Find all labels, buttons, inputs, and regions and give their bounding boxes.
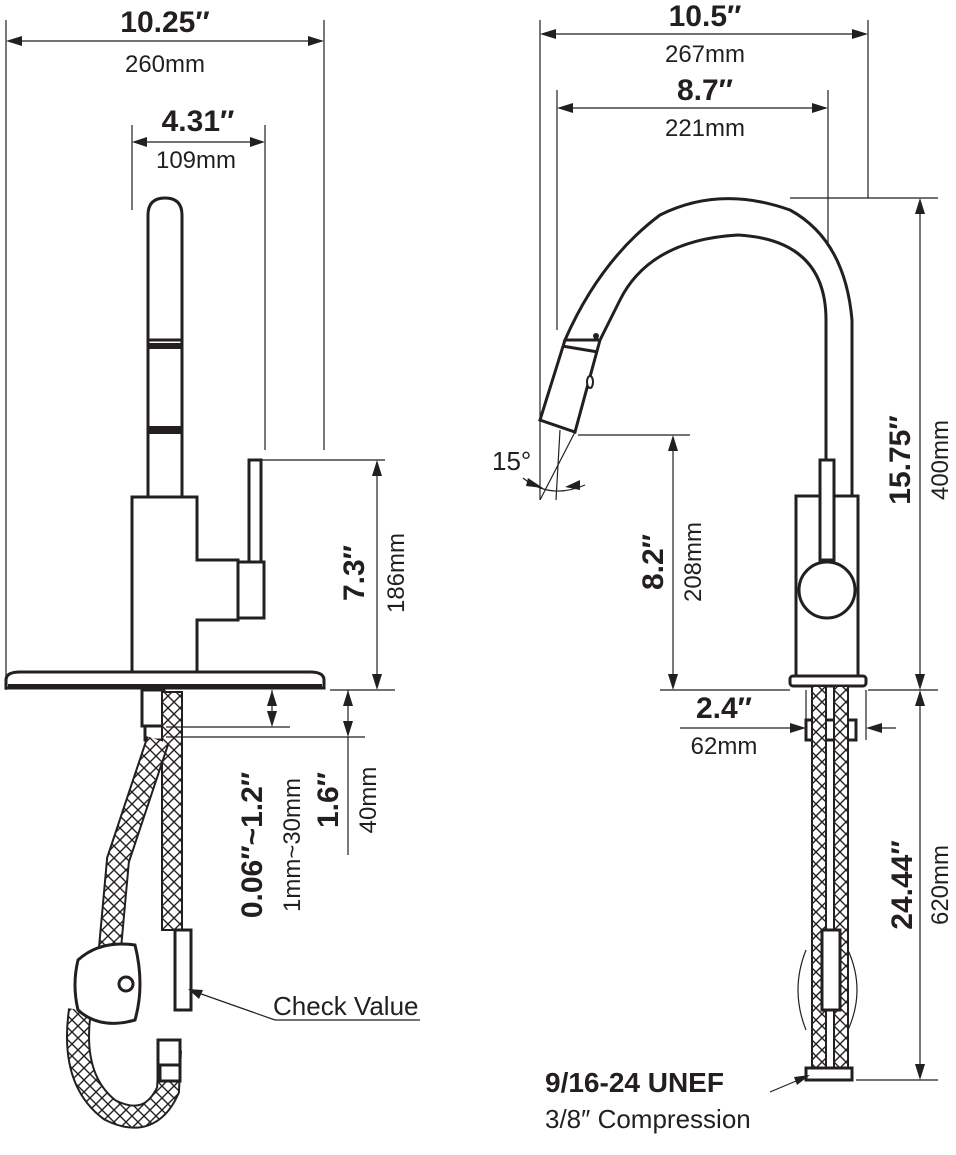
base-mm-label: 62mm [691, 733, 758, 760]
width-inch-label: 10.25″ [120, 6, 209, 39]
height-inch-label: 15.75″ [884, 415, 917, 504]
dim-clearance: 8.2″ 208mm [578, 434, 790, 691]
dim-handle-height: 7.3″ 186mm [262, 459, 410, 691]
spout-inch-label: 4.31″ [162, 105, 235, 138]
hose-length-mm-label: 620mm [927, 845, 954, 925]
handle-height-inch-label: 7.3″ [338, 545, 371, 601]
dim-hose-length: 24.44″ 620mm [856, 690, 954, 1081]
spout-reach-inch-label: 8.7″ [677, 74, 733, 107]
dim-base: 2.4″ 62mm [680, 690, 896, 760]
under-deck-assembly [66, 688, 193, 1129]
dim-spout-reach: 8.7″ 221mm [556, 74, 829, 460]
hose-length-inch-label: 24.44″ [886, 840, 919, 929]
shank-mm-label: 40mm [355, 767, 382, 834]
reach-mm-label: 267mm [665, 41, 745, 68]
right-view: 10.5″ 267mm 8.7″ 221mm [492, 0, 954, 1134]
dim-overall-width: 10.25″ 260mm [5, 6, 325, 690]
handle-height-mm-label: 186mm [383, 533, 410, 613]
dim-height: 15.75″ 400mm [790, 197, 954, 691]
height-mm-label: 400mm [927, 420, 954, 500]
spout-reach-mm-label: 221mm [665, 115, 745, 142]
angle-label: 15° [492, 446, 531, 476]
thread-label: 9/16-24 UNEF [545, 1067, 724, 1098]
deck-thickness-inch-label: 0.06″~1.2″ [236, 772, 269, 918]
width-mm-label: 260mm [125, 51, 205, 78]
hose-assembly [797, 685, 858, 1082]
left-view: 10.25″ 260mm 4.31″ 109mm [4, 6, 420, 1129]
base-inch-label: 2.4″ [696, 692, 752, 725]
thread-callout: 9/16-24 UNEF 3/8″ Compression [545, 1067, 810, 1134]
faucet-side-view [538, 197, 868, 688]
dim-shank: 1.6″ 40mm [166, 690, 382, 855]
faucet-front-view [4, 196, 326, 690]
check-valve-label: Check Value [273, 991, 419, 1021]
clearance-inch-label: 8.2″ [637, 534, 670, 590]
dim-spout: 4.31″ 109mm [131, 105, 266, 450]
clearance-mm-label: 208mm [680, 522, 707, 602]
shank-inch-label: 1.6″ [312, 772, 345, 828]
deck-thickness-mm-label: 1mm~30mm [279, 778, 306, 912]
check-valve-callout: Check Value [188, 989, 420, 1021]
reach-inch-label: 10.5″ [669, 0, 742, 33]
compression-label: 3/8″ Compression [545, 1104, 751, 1134]
spout-mm-label: 109mm [156, 147, 236, 174]
dim-reach: 10.5″ 267mm [539, 0, 869, 500]
dim-deck-thickness: 0.06″~1.2″ 1mm~30mm [166, 690, 306, 918]
dim-angle: 15° [492, 429, 586, 501]
